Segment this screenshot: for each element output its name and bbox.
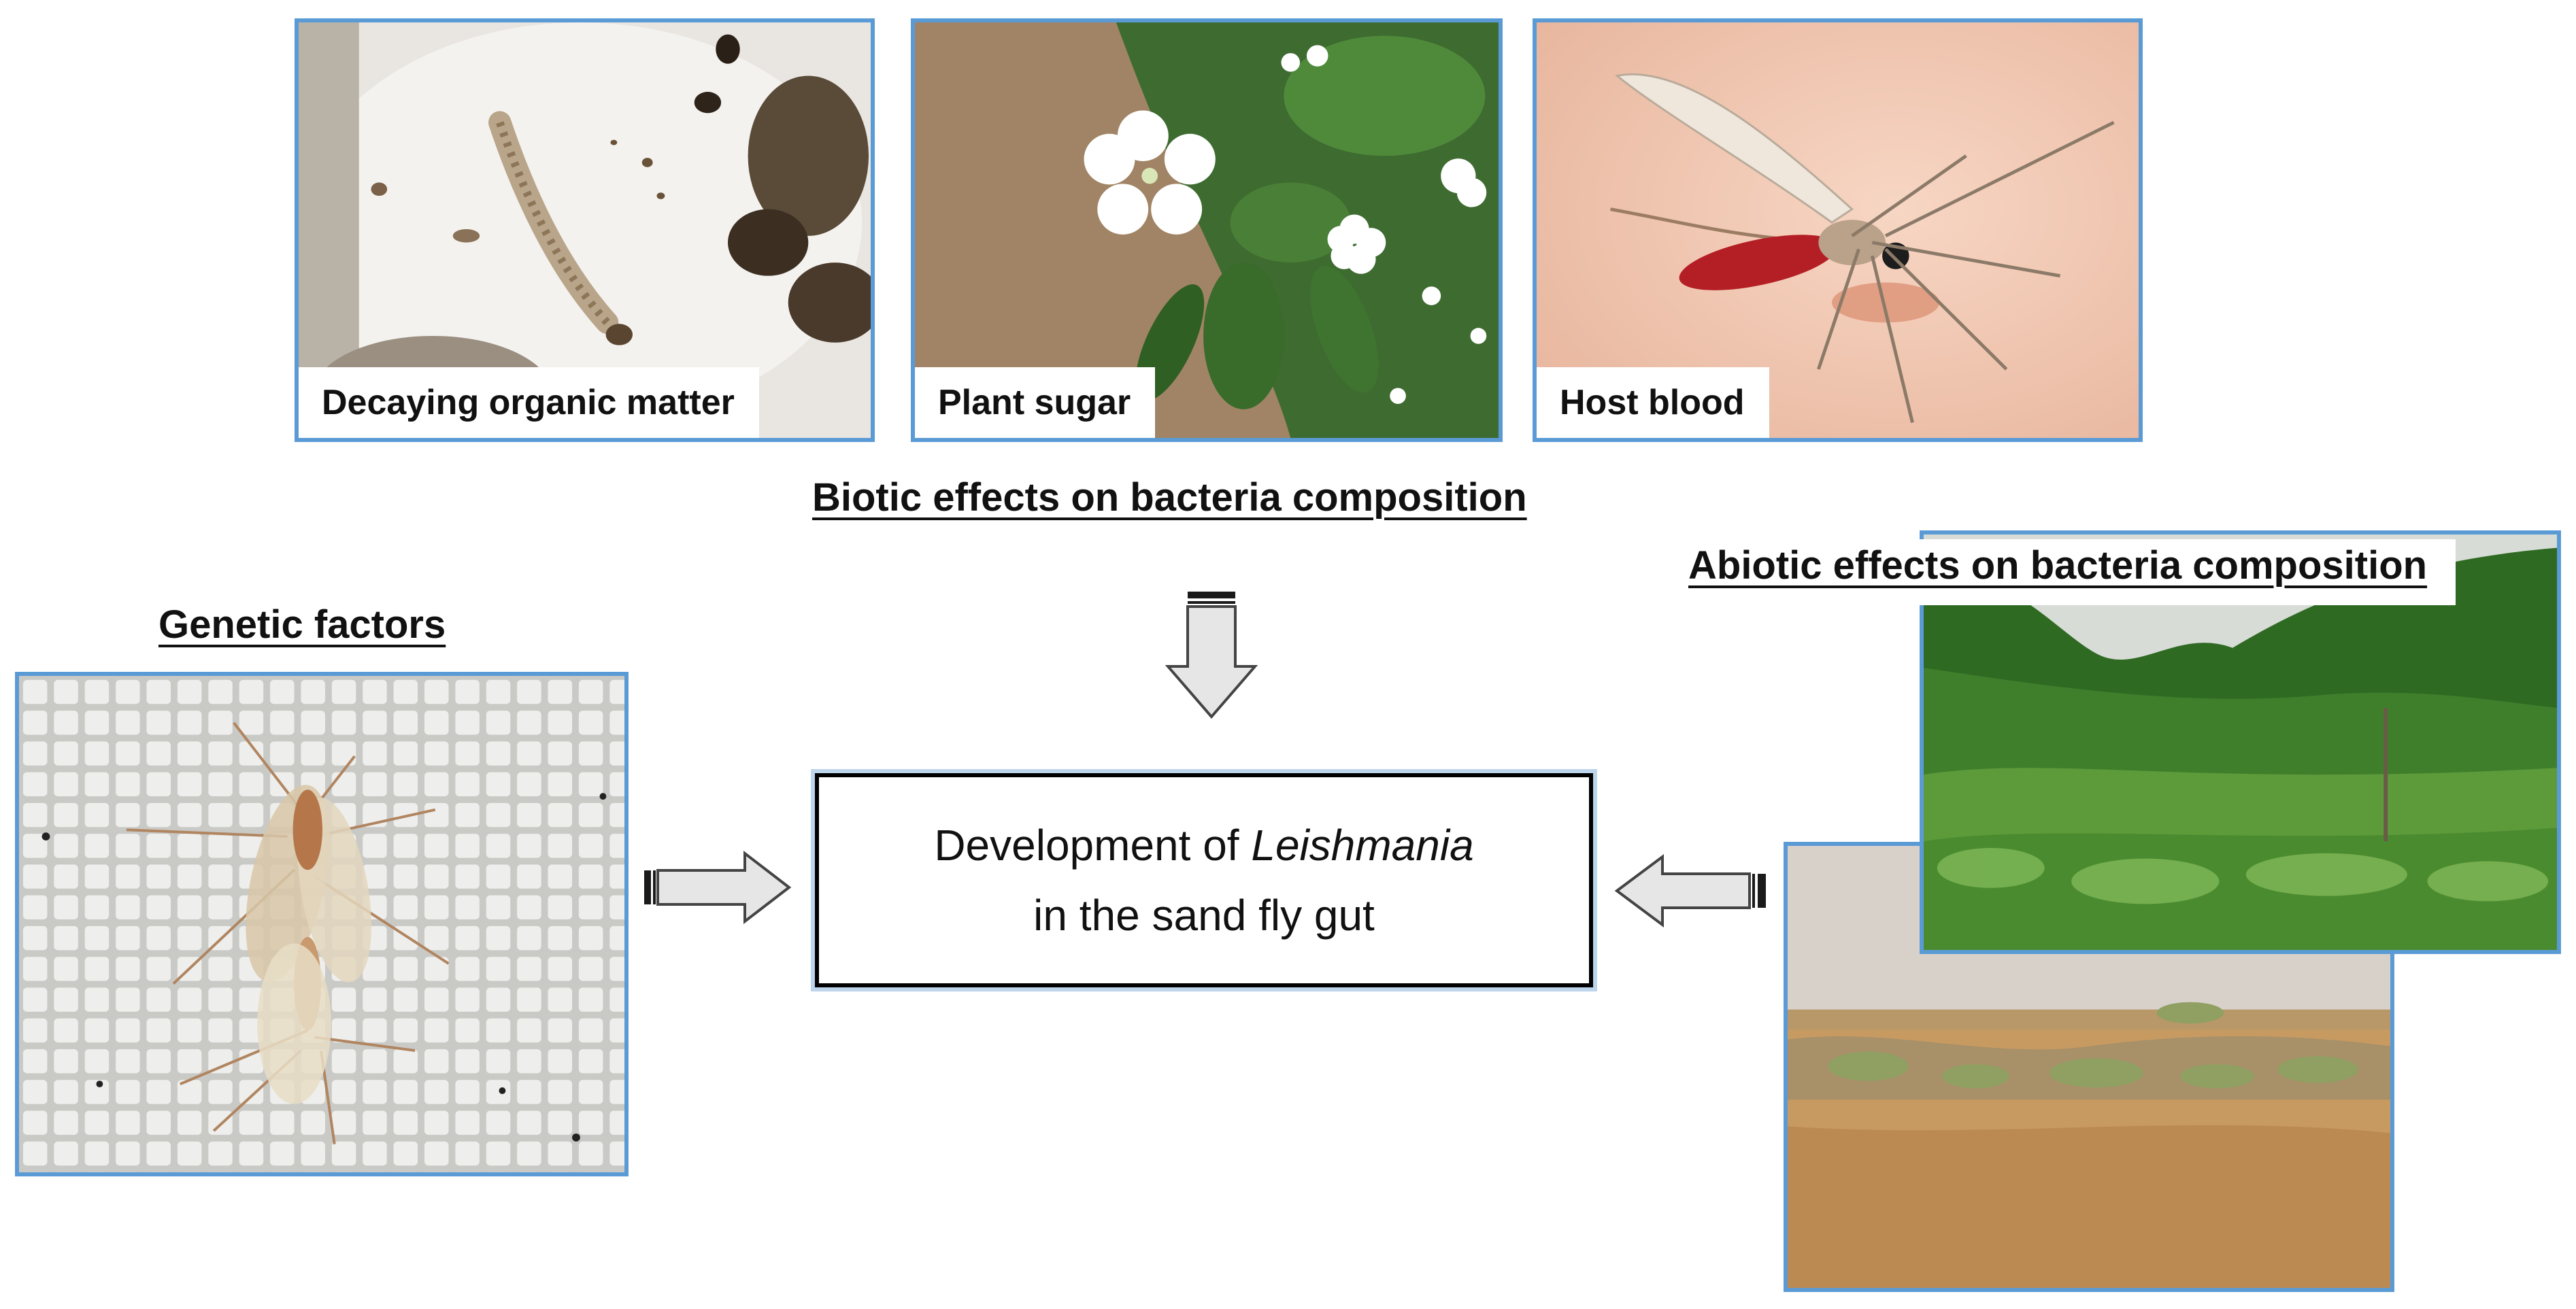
down-arrow-icon	[1165, 592, 1258, 719]
decaying-matter-caption: Decaying organic matter	[299, 367, 759, 438]
center-line-1: Development of Leishmania	[934, 811, 1473, 880]
center-line-2: in the sand fly gut	[1033, 890, 1375, 940]
leishmania-italic: Leishmania	[1251, 821, 1474, 870]
decaying-matter-photo: Decaying organic matter	[295, 18, 875, 442]
genetic-heading: Genetic factors	[158, 602, 446, 647]
mating-sand-flies-image	[19, 676, 624, 1172]
leishmania-development-box: Development of Leishmania in the sand fl…	[815, 773, 1593, 987]
plant-sugar-photo: Plant sugar	[911, 18, 1503, 442]
host-blood-caption: Host blood	[1537, 367, 1769, 438]
plant-sugar-caption: Plant sugar	[915, 367, 1156, 438]
host-blood-photo: Host blood	[1533, 18, 2143, 442]
genetic-photo	[15, 672, 629, 1176]
left-arrow-icon	[1614, 854, 1766, 928]
biotic-heading: Biotic effects on bacteria composition	[812, 475, 1527, 520]
flower-image	[915, 22, 1499, 438]
abiotic-heading: Abiotic effects on bacteria composition	[1677, 539, 2456, 605]
center-line-1-prefix: Development of	[934, 821, 1252, 870]
right-arrow-icon	[644, 850, 792, 925]
